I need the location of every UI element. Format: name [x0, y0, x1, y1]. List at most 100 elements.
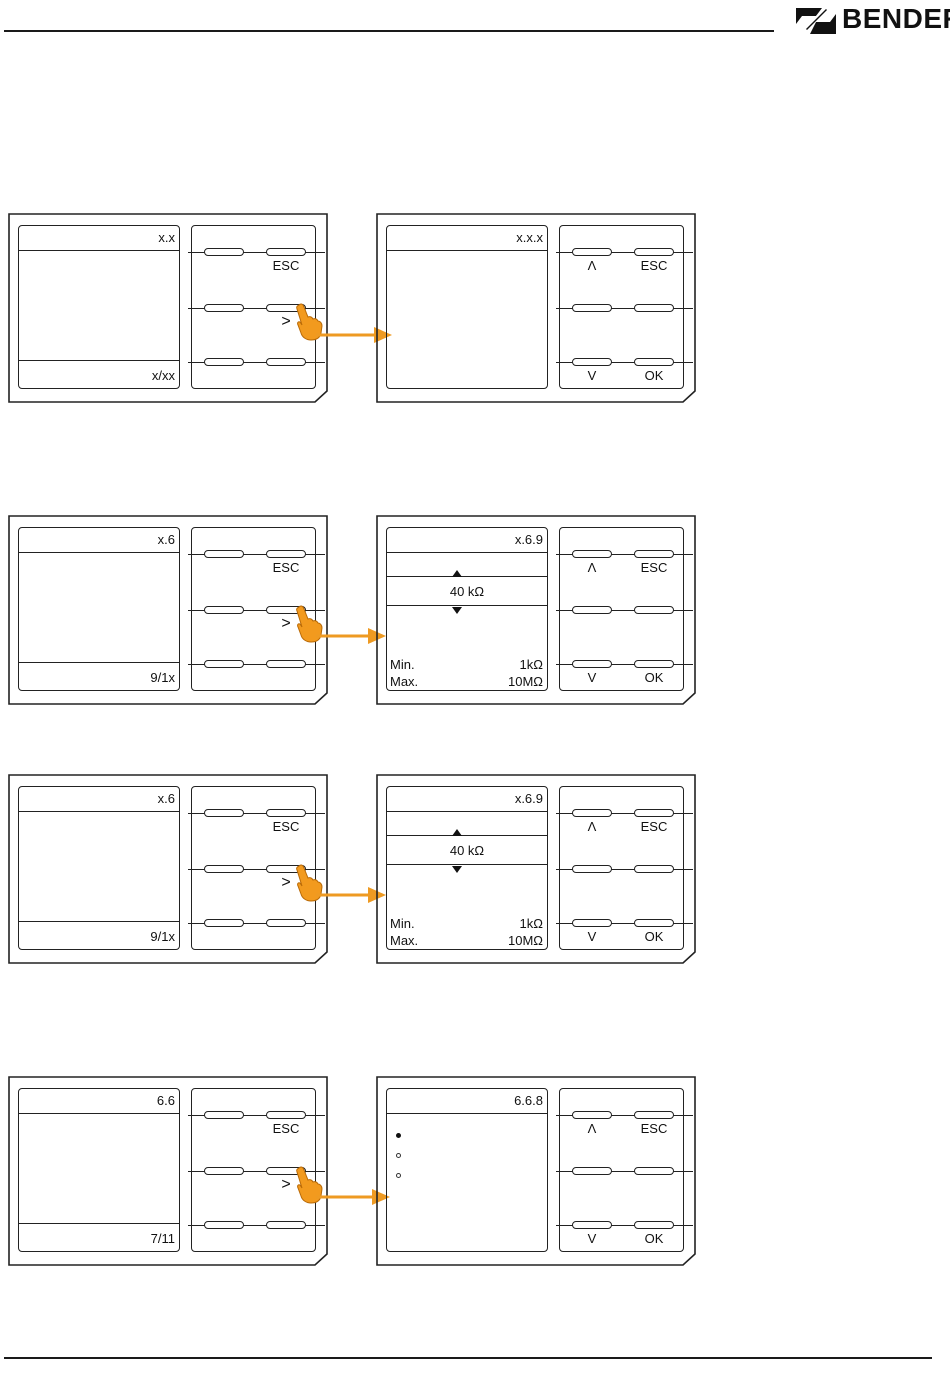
decrease-icon: [452, 607, 462, 614]
min-value: 1kΩ: [520, 917, 543, 931]
footer-rule: [4, 1357, 932, 1359]
keypad: Λ ESC V OK: [559, 527, 684, 691]
display-screen: x.x.x: [386, 225, 548, 389]
key-bottom-right[interactable]: [266, 660, 306, 668]
keypad: Λ ESC V OK: [559, 225, 684, 389]
divider: [19, 662, 179, 663]
key-mid-right[interactable]: [634, 865, 674, 873]
key-up-label: Λ: [570, 1122, 614, 1136]
key-top-left[interactable]: [204, 809, 244, 817]
parameter-value: 40 kΩ: [387, 844, 547, 858]
key-ok[interactable]: [634, 1221, 674, 1229]
max-value: 10MΩ: [508, 675, 543, 689]
max-label: Max.: [390, 934, 418, 948]
page-indicator: 9/1x: [150, 930, 175, 944]
divider: [19, 552, 179, 553]
keypad: Λ ESC V OK: [559, 1088, 684, 1252]
radio-option-3[interactable]: [396, 1173, 401, 1178]
page-indicator: x/xx: [152, 369, 175, 383]
key-top-left[interactable]: [204, 248, 244, 256]
key-down[interactable]: [572, 660, 612, 668]
divider: [387, 576, 547, 577]
page-indicator: 7/11: [151, 1232, 175, 1246]
divider: [19, 1113, 179, 1114]
divider: [19, 250, 179, 251]
key-esc[interactable]: [266, 550, 306, 558]
key-bottom-left[interactable]: [204, 660, 244, 668]
radio-option-2[interactable]: [396, 1153, 401, 1158]
key-down[interactable]: [572, 358, 612, 366]
key-ok-label: OK: [632, 930, 676, 944]
key-mid-left[interactable]: [204, 606, 244, 614]
device-panel-row3-left: x.6 9/1x ESC >: [8, 774, 328, 964]
key-up[interactable]: [572, 248, 612, 256]
display-screen: 6.6 7/11: [18, 1088, 180, 1252]
display-screen: x.x x/xx: [18, 225, 180, 389]
key-mid-right[interactable]: [634, 606, 674, 614]
key-esc[interactable]: [634, 248, 674, 256]
key-up[interactable]: [572, 809, 612, 817]
key-ok[interactable]: [634, 919, 674, 927]
device-panel-row3-right: x.6.9 40 kΩ Min. 1kΩ Max. 10MΩ Λ ESC V O…: [376, 774, 696, 964]
brand-logo: BENDER: [796, 2, 950, 36]
key-bottom-right[interactable]: [266, 919, 306, 927]
key-esc[interactable]: [266, 1111, 306, 1119]
max-label: Max.: [390, 675, 418, 689]
radio-option-1[interactable]: [396, 1133, 401, 1138]
menu-number: x.x.x: [516, 231, 543, 245]
key-esc[interactable]: [266, 809, 306, 817]
key-down-label: V: [570, 930, 614, 944]
key-esc-label: ESC: [264, 259, 308, 273]
key-mid-left[interactable]: [572, 606, 612, 614]
key-up[interactable]: [572, 550, 612, 558]
key-mid-left[interactable]: [204, 865, 244, 873]
decrease-icon: [452, 866, 462, 873]
bender-logo-icon: [796, 4, 836, 34]
min-value: 1kΩ: [520, 658, 543, 672]
key-bottom-right[interactable]: [266, 358, 306, 366]
key-down[interactable]: [572, 919, 612, 927]
key-esc[interactable]: [634, 1111, 674, 1119]
display-screen: 6.6.8: [386, 1088, 548, 1252]
key-top-left[interactable]: [204, 1111, 244, 1119]
divider: [19, 811, 179, 812]
key-esc[interactable]: [266, 248, 306, 256]
page-indicator: 9/1x: [150, 671, 175, 685]
divider: [19, 1223, 179, 1224]
key-bottom-left[interactable]: [204, 1221, 244, 1229]
key-esc-label: ESC: [264, 1122, 308, 1136]
header-rule: [4, 30, 774, 32]
key-esc-label: ESC: [264, 820, 308, 834]
divider: [19, 360, 179, 361]
key-bottom-right[interactable]: [266, 1221, 306, 1229]
key-up-label: Λ: [570, 259, 614, 273]
device-panel-row1-right: x.x.x Λ ESC V OK: [376, 213, 696, 403]
key-bottom-left[interactable]: [204, 919, 244, 927]
key-esc[interactable]: [634, 809, 674, 817]
key-mid-right[interactable]: [634, 304, 674, 312]
device-panel-row2-right: x.6.9 40 kΩ Min. 1kΩ Max. 10MΩ Λ ESC V O…: [376, 515, 696, 705]
key-down-label: V: [570, 1232, 614, 1246]
key-esc[interactable]: [634, 550, 674, 558]
key-up[interactable]: [572, 1111, 612, 1119]
key-down[interactable]: [572, 1221, 612, 1229]
key-ok[interactable]: [634, 358, 674, 366]
key-esc-label: ESC: [264, 561, 308, 575]
device-panel-row2-left: x.6 9/1x ESC >: [8, 515, 328, 705]
key-mid-left[interactable]: [572, 1167, 612, 1175]
key-esc-label: ESC: [632, 1122, 676, 1136]
key-top-left[interactable]: [204, 550, 244, 558]
key-mid-left[interactable]: [572, 304, 612, 312]
key-down-label: V: [570, 671, 614, 685]
key-mid-left[interactable]: [204, 1167, 244, 1175]
key-bottom-left[interactable]: [204, 358, 244, 366]
key-mid-left[interactable]: [572, 865, 612, 873]
divider: [387, 811, 547, 812]
divider: [387, 552, 547, 553]
key-ok[interactable]: [634, 660, 674, 668]
divider: [387, 605, 547, 606]
divider: [387, 250, 547, 251]
key-mid-right[interactable]: [634, 1167, 674, 1175]
key-mid-left[interactable]: [204, 304, 244, 312]
display-screen: x.6 9/1x: [18, 786, 180, 950]
